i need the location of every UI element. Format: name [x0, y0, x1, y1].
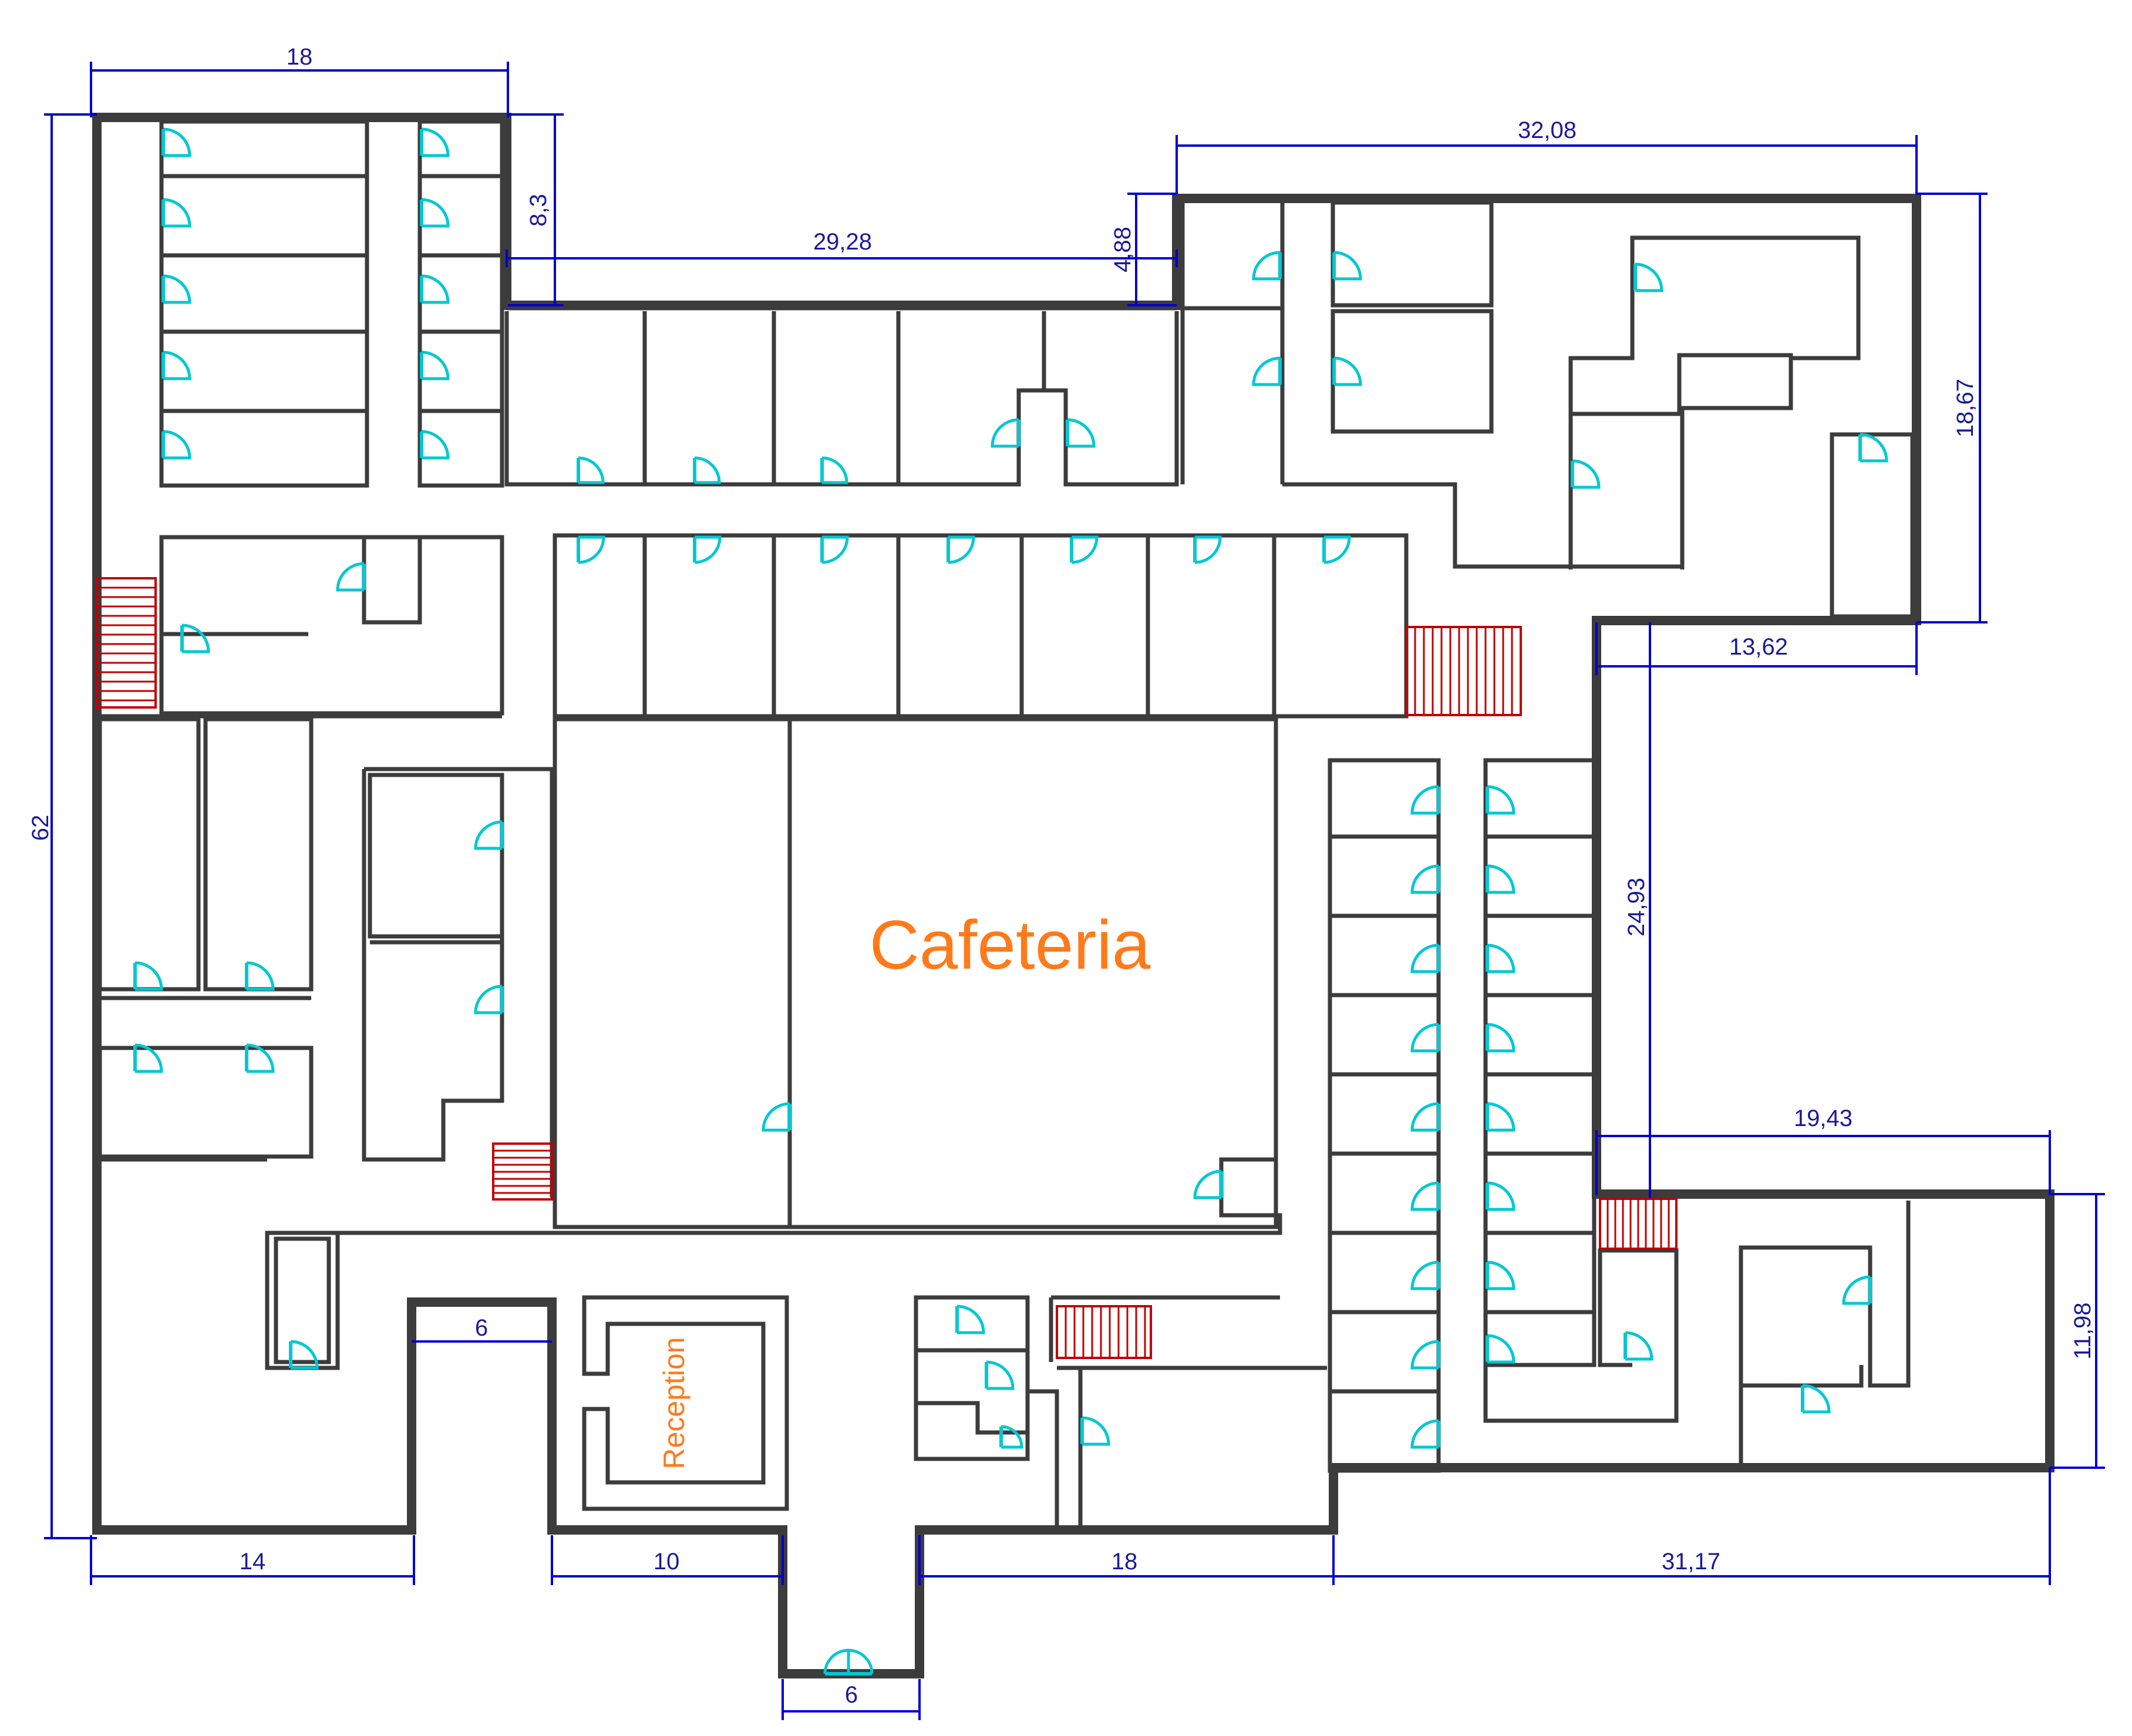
- door-icon: [474, 820, 504, 850]
- door-icon: [161, 198, 191, 228]
- door-icon: [161, 127, 191, 157]
- dim-bottom-left: 14: [240, 1549, 266, 1575]
- stair-north-east: [1405, 626, 1522, 716]
- door-icon: [820, 456, 848, 484]
- door-icon: [161, 274, 191, 304]
- dim-bottom-notch: 6: [475, 1315, 488, 1341]
- door-icon: [1332, 356, 1362, 386]
- door-icon: [1193, 1169, 1223, 1199]
- door-icon: [1571, 459, 1601, 489]
- door-icon: [1858, 433, 1888, 463]
- door-icon: [999, 1425, 1023, 1449]
- door-icon: [420, 430, 450, 460]
- door-icon: [1410, 1340, 1440, 1370]
- door-icon: [1410, 864, 1440, 894]
- dim-east-connector: 24,93: [1624, 878, 1649, 936]
- door-icon: [1486, 1023, 1515, 1053]
- door-icon: [1080, 1416, 1110, 1446]
- dim-bottom-middle: 10: [654, 1549, 680, 1575]
- door-icon: [577, 456, 605, 484]
- door-icon: [245, 1043, 275, 1073]
- door-icon: [289, 1340, 319, 1370]
- door-icon: [1486, 785, 1515, 815]
- entrance-door-icon: [823, 1649, 874, 1676]
- dim-top-middle-width: 29,28: [813, 229, 872, 255]
- door-icon: [474, 985, 504, 1014]
- door-icon: [1252, 251, 1282, 281]
- door-icon: [1252, 356, 1282, 386]
- door-icon: [762, 1102, 791, 1132]
- door-icon: [1193, 535, 1222, 564]
- dim-right-wing-width: 13,62: [1729, 634, 1788, 660]
- door-icon: [1486, 943, 1515, 973]
- dimension-labels: 18 62 8,3 29,28 4,88 32,08 18,67 13,62 2…: [28, 44, 2096, 1708]
- door-icon: [1070, 535, 1099, 564]
- door-icon: [1410, 1023, 1440, 1053]
- door-icon: [161, 430, 191, 460]
- door-icon: [1486, 1260, 1515, 1290]
- dim-right-wing-height: 18,67: [1952, 379, 1978, 437]
- door-icon: [1066, 418, 1096, 448]
- stair-west: [96, 577, 157, 709]
- dim-lower-right-width: 19,43: [1794, 1105, 1853, 1131]
- door-icon: [1486, 1181, 1515, 1211]
- door-icon: [420, 198, 450, 228]
- dim-top-left-width: 18: [287, 44, 313, 70]
- door-icon: [133, 1043, 163, 1073]
- door-icon: [1410, 1419, 1440, 1449]
- door-icon: [1410, 943, 1440, 973]
- door-icon: [991, 418, 1020, 448]
- door-icon: [577, 535, 605, 564]
- door-icon: [1410, 1260, 1440, 1290]
- dim-top-right-width: 32,08: [1518, 117, 1577, 143]
- door-icon: [1486, 1102, 1515, 1132]
- door-icon: [955, 1304, 985, 1334]
- stairs: [96, 577, 1678, 1359]
- door-icon: [1801, 1384, 1831, 1414]
- door-icon: [133, 961, 163, 991]
- interior-walls: [97, 119, 1915, 1530]
- door-icon: [161, 350, 191, 380]
- door-icon: [420, 350, 450, 380]
- doors: [133, 127, 1888, 1676]
- door-icon: [420, 127, 450, 157]
- door-icon: [1624, 1331, 1653, 1361]
- door-icon: [1410, 1102, 1440, 1132]
- dim-entrance-width: 6: [845, 1682, 858, 1708]
- door-icon: [693, 456, 721, 484]
- door-icon: [1410, 1181, 1440, 1211]
- door-icon: [985, 1360, 1015, 1390]
- dim-bottom-mid-right: 18: [1112, 1549, 1138, 1575]
- dim-step-height: 4,88: [1110, 227, 1136, 272]
- stair-east: [1599, 1198, 1678, 1250]
- dim-corridor-drop: 8,3: [526, 194, 551, 227]
- door-icon: [1332, 251, 1362, 281]
- reception-label: Reception: [658, 1337, 691, 1469]
- door-icon: [245, 961, 275, 991]
- door-icon: [693, 535, 722, 564]
- dim-left-height: 62: [28, 815, 53, 841]
- door-icon: [1322, 535, 1351, 564]
- exterior-walls: [92, 113, 2054, 1678]
- door-icon: [336, 562, 366, 592]
- stair-center-left: [492, 1142, 553, 1201]
- door-icon: [820, 535, 849, 564]
- door-icon: [1410, 785, 1440, 815]
- door-icon: [947, 535, 975, 564]
- dim-lower-right-height: 11,98: [2070, 1302, 2096, 1359]
- stair-south: [1056, 1305, 1152, 1359]
- dim-bottom-right: 31,17: [1662, 1549, 1720, 1575]
- door-icon: [420, 274, 450, 304]
- door-icon: [1633, 262, 1663, 292]
- door-icon: [1486, 1334, 1515, 1364]
- door-icon: [1486, 864, 1515, 894]
- door-icon: [1842, 1275, 1872, 1305]
- door-icon: [180, 623, 210, 653]
- cafeteria-label: Cafeteria: [870, 906, 1151, 984]
- dimension-lines: [44, 62, 2105, 1720]
